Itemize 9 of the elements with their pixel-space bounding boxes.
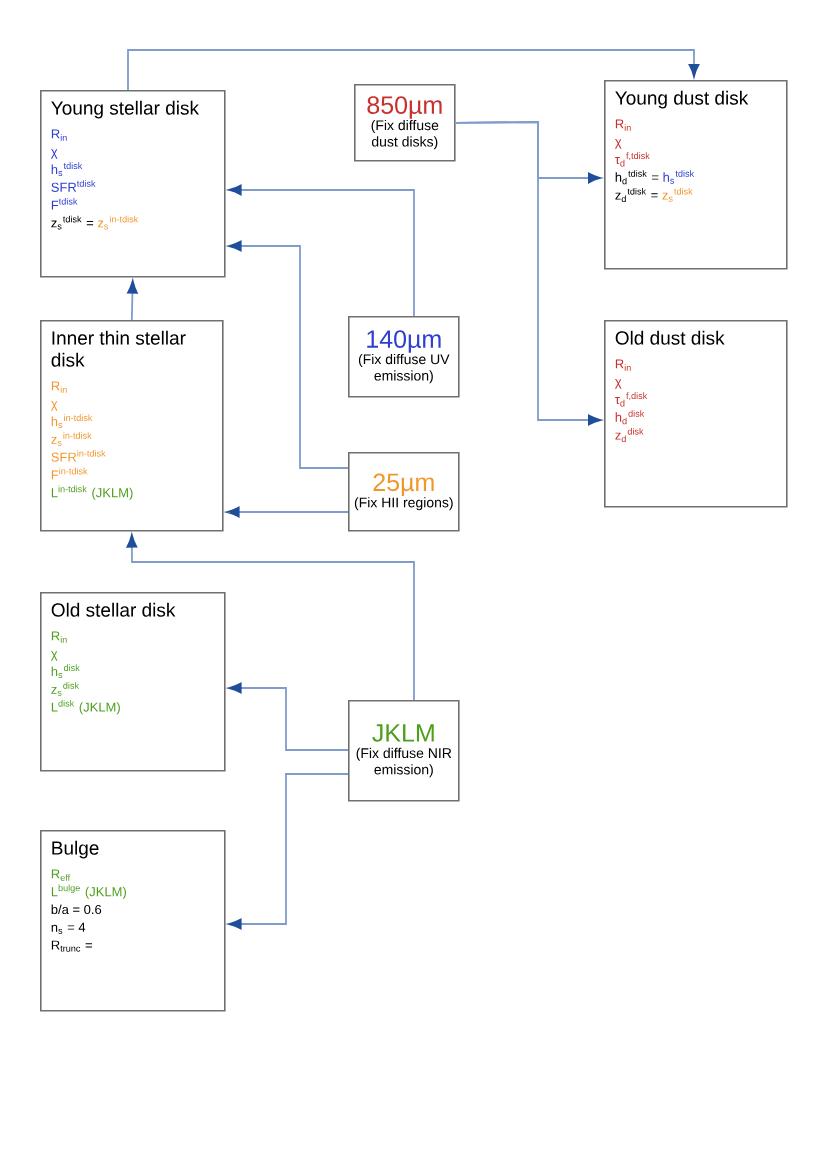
arrow xyxy=(228,773,349,930)
arrow xyxy=(454,121,602,426)
arrow xyxy=(228,682,349,751)
arrow xyxy=(126,534,415,701)
arrow xyxy=(127,280,138,321)
arrow xyxy=(127,49,700,91)
arrow xyxy=(228,240,349,469)
arrow xyxy=(226,506,349,518)
arrow xyxy=(228,184,415,317)
